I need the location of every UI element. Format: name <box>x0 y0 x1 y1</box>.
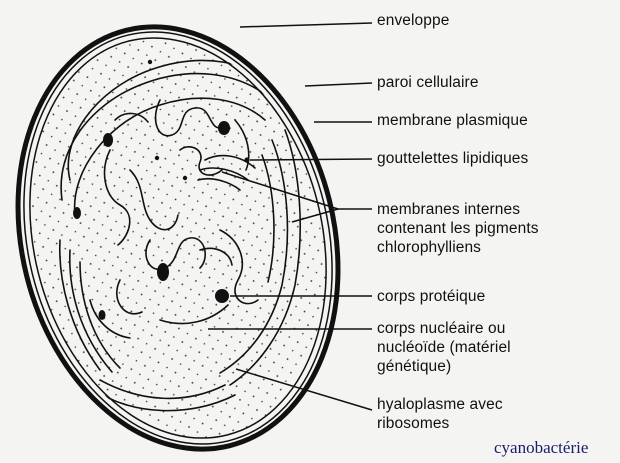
label-corps-proteique: corps protéique <box>377 287 485 306</box>
figure-caption: cyanobactérie <box>494 438 588 458</box>
label-membranes-internes: membranes internes contenant les pigment… <box>377 200 539 257</box>
label-hyaloplasme: hyaloplasme avec ribosomes <box>377 395 503 433</box>
label-corps-nucleaire: corps nucléaire ou nucléoïde (matériel g… <box>377 319 511 376</box>
protein-body <box>215 289 229 303</box>
label-enveloppe: enveloppe <box>377 11 449 30</box>
label-paroi-cellulaire: paroi cellulaire <box>377 73 479 92</box>
label-gouttelettes-lipidiques: gouttelettes lipidiques <box>377 149 528 168</box>
label-membrane-plasmique: membrane plasmique <box>377 111 528 130</box>
